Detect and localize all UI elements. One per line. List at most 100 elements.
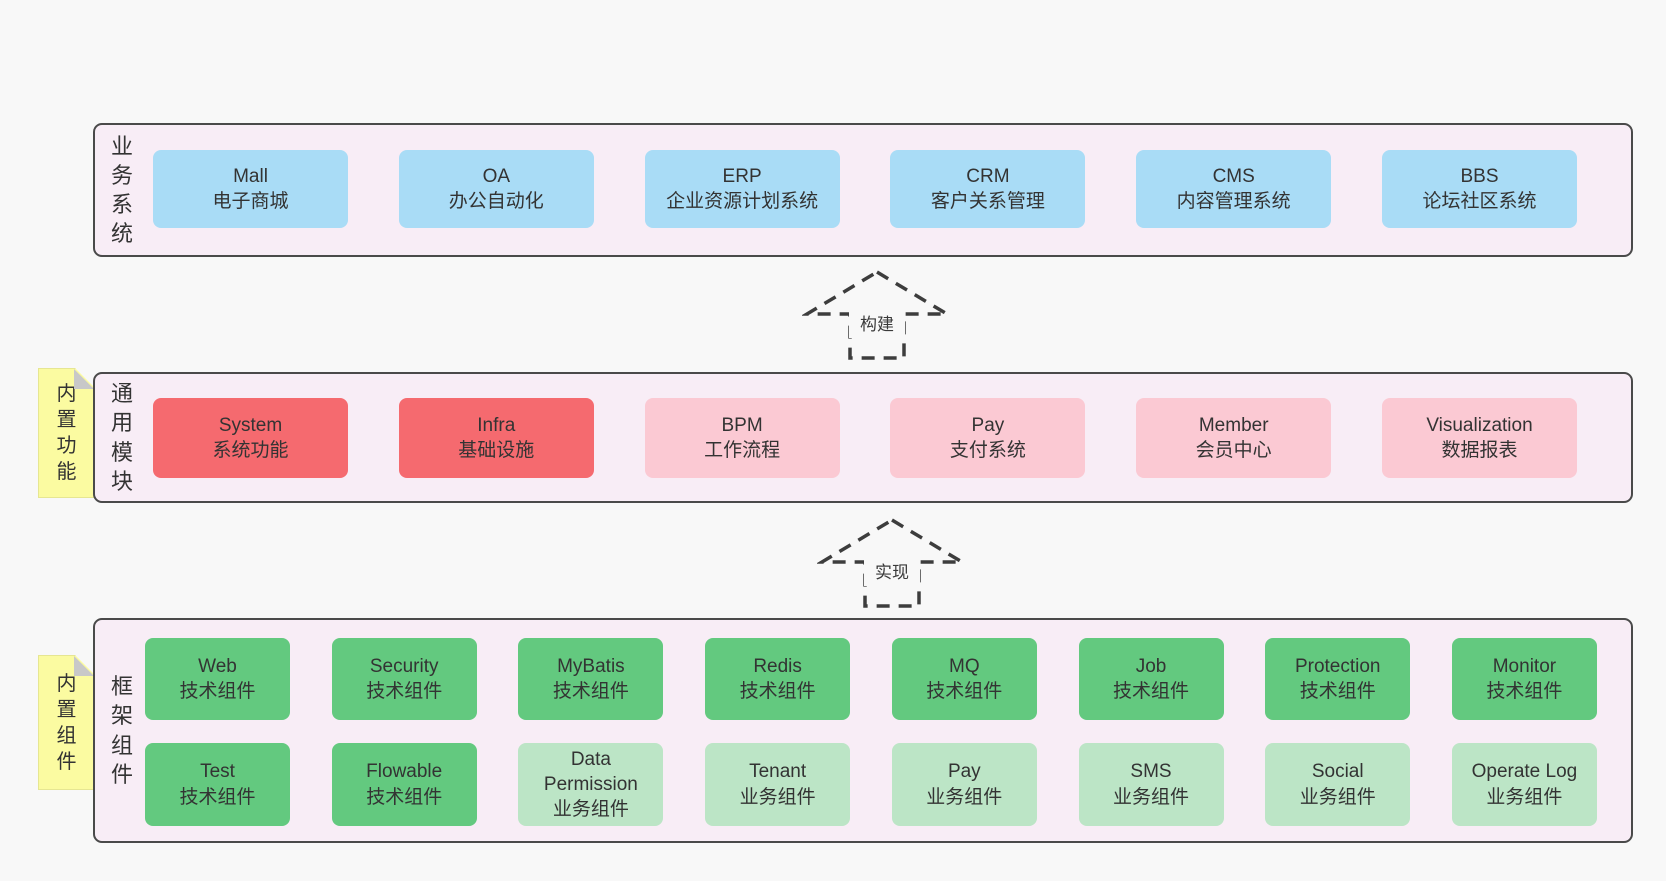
box-title: MQ [949,655,980,677]
box-title: Monitor [1492,655,1557,677]
component-box-data-permission: Data Permission 业务组件 [518,743,664,826]
box-subtitle: 客户关系管理 [930,191,1045,212]
box-title: Pay [947,761,981,783]
box-title: Data Permission [543,748,638,795]
box-title: Operate Log [1471,761,1578,783]
box-title: MyBatis [557,655,625,677]
box-subtitle: 业务组件 [552,799,629,821]
box-subtitle: 基础设施 [458,440,535,461]
box-subtitle: 技术组件 [179,681,256,702]
box-subtitle: 工作流程 [704,440,781,461]
box-subtitle: 企业资源计划系统 [666,191,819,212]
panel-side-label-text: 业务系统 [110,133,133,247]
box-subtitle: 技术组件 [552,681,629,702]
component-box-mq: MQ 技术组件 [891,638,1037,720]
component-box-mybatis: MyBatis 技术组件 [518,638,664,720]
component-box-monitor: Monitor 技术组件 [1451,638,1597,720]
box-subtitle: 技术组件 [179,786,256,808]
box-title: Pay [971,414,1005,436]
arrow-label-background [864,560,920,586]
box-subtitle: 业务组件 [926,786,1003,808]
box-title: Test [200,761,235,783]
panel-side-label-text: 通用模块 [110,381,133,494]
box-subtitle: 技术组件 [366,786,443,808]
box-subtitle: 技术组件 [1299,681,1376,702]
box-subtitle: 业务组件 [1299,786,1376,808]
component-box-security: Security 技术组件 [331,638,477,720]
box-title: Security [369,655,439,677]
box-title: Mall [233,165,268,187]
box-subtitle: 电子商城 [212,191,289,212]
sticky-note-label: 内置功能 [56,383,77,483]
arrow-label-background [849,312,905,338]
box-subtitle: 技术组件 [366,681,443,702]
box-subtitle: 业务组件 [1113,786,1190,808]
box-subtitle: 办公自动化 [448,191,544,212]
box-subtitle: 技术组件 [739,681,816,702]
panel-side-label-text: 框架组件 [110,674,133,787]
box-title: OA [482,165,511,187]
component-box-test: Test 技术组件 [145,743,290,826]
component-box-pay: Pay 业务组件 [891,743,1037,826]
component-box-web: Web 技术组件 [145,638,290,720]
panel-side-label-business-systems: 业务系统 [105,125,139,255]
component-box-redis: Redis 技术组件 [705,638,851,720]
component-box-operate-log: Operate Log 业务组件 [1451,743,1597,826]
dashed-up-arrow-build: 构建 [802,269,952,360]
arrow-label: 实现 [875,563,909,582]
box-title: Job [1135,655,1167,677]
box-row-biz-components: Test 技术组件 Flowable 技术组件 Data Permission 业务组件 T… [145,743,1597,826]
box-subtitle: 数据报表 [1441,440,1518,461]
component-box-bbs: BBS 论坛社区系统 [1381,150,1577,228]
box-title: System [218,414,283,436]
component-box-mall: Mall 电子商城 [153,150,348,228]
box-title: ERP [722,165,762,187]
box-subtitle: 支付系统 [949,440,1026,461]
box-subtitle: 业务组件 [1486,786,1563,808]
sticky-fold-icon [74,369,94,389]
box-title: Tenant [749,761,807,783]
box-title: Visualization [1426,414,1533,436]
box-subtitle: 论坛社区系统 [1422,191,1537,212]
component-box-oa: OA 办公自动化 [398,150,594,228]
component-box-system: System 系统功能 [153,398,348,478]
box-subtitle: 会员中心 [1195,440,1272,461]
box-title: BPM [721,414,763,436]
box-subtitle: 内容管理系统 [1176,191,1291,212]
sticky-note-label: 内置组件 [56,672,77,773]
sticky-note-builtin-components: 内置组件 [38,655,95,790]
box-title: Social [1311,761,1364,783]
box-title: BBS [1460,165,1499,187]
box-subtitle: 系统功能 [212,440,289,461]
component-box-visualization: Visualization 数据报表 [1381,398,1577,478]
box-subtitle: 技术组件 [926,681,1003,702]
sticky-fold-icon [74,656,94,676]
panel-business-systems: 业务系统 Mall 电子商城 OA 办公自动化 ERP 企业资源计划系统 CRM 客户关系管理… [93,123,1633,257]
box-subtitle: 技术组件 [1113,681,1190,702]
sticky-note-builtin-features: 内置功能 [38,368,95,498]
box-title: Web [198,655,237,677]
component-box-pay: Pay 支付系统 [890,398,1086,478]
box-title: Member [1198,414,1269,436]
component-box-erp: ERP 企业资源计划系统 [644,150,840,228]
box-title: Redis [753,655,802,677]
panel-side-label-framework-components: 框架组件 [105,620,139,841]
box-subtitle: 业务组件 [739,786,816,808]
box-title: Flowable [366,761,443,783]
box-subtitle: 技术组件 [1486,681,1563,702]
component-box-job: Job 技术组件 [1078,638,1224,720]
component-box-flowable: Flowable 技术组件 [331,743,477,826]
component-box-protection: Protection 技术组件 [1265,638,1411,720]
box-title: CRM [966,165,1010,187]
panel-side-label-common-modules: 通用模块 [105,374,139,501]
box-title: Protection [1294,655,1381,677]
